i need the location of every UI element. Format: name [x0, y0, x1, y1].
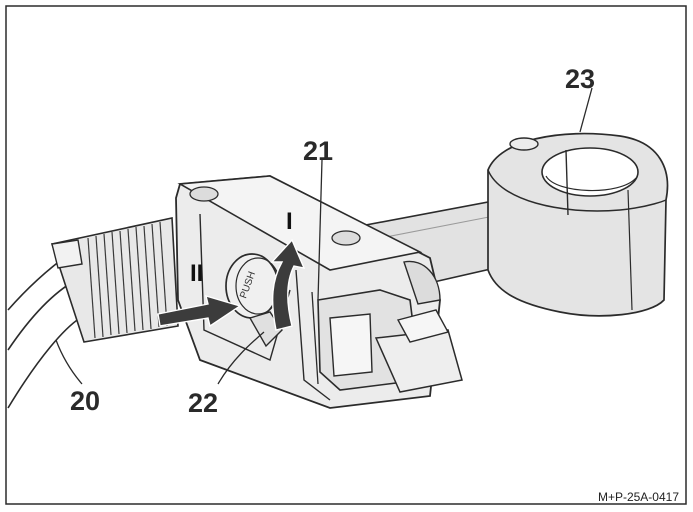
mounting-ring-23: [487, 132, 669, 317]
push-button-22: PUSH: [225, 253, 283, 348]
cable-sleeve: [50, 217, 179, 343]
step-label-I: I: [286, 208, 293, 235]
arrow-push-II: [157, 294, 242, 328]
leader-23: [579, 87, 593, 133]
arrow-lift-I: [270, 238, 306, 331]
latch-21: [311, 260, 463, 393]
callout-20: 20: [70, 386, 101, 416]
leader-21: [317, 159, 323, 301]
step-label-II: II: [190, 260, 204, 287]
figure-frame: [5, 5, 687, 505]
reference-code: M+P-25A-0417: [597, 490, 679, 504]
callout-23: 23: [565, 64, 596, 94]
callout-21: 21: [303, 136, 334, 166]
callout-22: 22: [188, 388, 219, 418]
leader-lines: [55, 87, 593, 385]
leader-20: [55, 339, 83, 385]
leader-22: [217, 331, 265, 385]
